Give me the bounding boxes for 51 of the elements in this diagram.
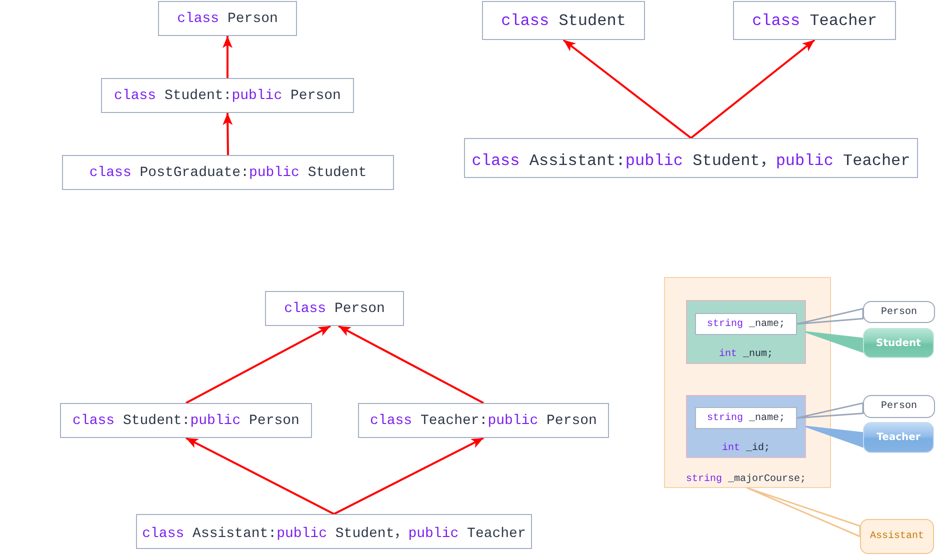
inheritance-arrow xyxy=(562,39,692,139)
member-box xyxy=(695,313,797,335)
inheritance-arrow xyxy=(334,437,484,515)
inheritance-arrow xyxy=(186,437,334,515)
class-box xyxy=(158,1,297,36)
object-layout-box xyxy=(664,277,831,488)
inheritance-arrow xyxy=(222,112,233,156)
class-box xyxy=(733,1,896,40)
callout-tail xyxy=(746,487,861,538)
member-box xyxy=(695,407,797,429)
class-declaration: class Teacher:public Person xyxy=(370,412,597,428)
callout-bubble xyxy=(863,395,935,418)
class-declaration: class Person xyxy=(284,300,385,316)
callout-label: Person xyxy=(880,306,917,318)
callout-label: Teacher xyxy=(876,432,920,443)
class-box xyxy=(101,78,354,113)
callout-bubble xyxy=(863,328,934,358)
member-declaration: string _majorCourse; xyxy=(686,474,806,485)
class-declaration: class Student xyxy=(501,12,626,30)
callout-bubble xyxy=(863,422,934,453)
class-box xyxy=(136,514,532,549)
class-box xyxy=(60,403,312,438)
base-subobject-box xyxy=(686,300,806,364)
callout-bubble xyxy=(863,301,935,323)
class-declaration: class Student:public Person xyxy=(114,88,341,104)
base-subobject-box xyxy=(686,395,806,458)
class-declaration: class Assistant:public Student，public Teacher xyxy=(142,525,526,542)
callout-label: Student xyxy=(876,338,921,348)
class-box xyxy=(62,155,394,190)
member-declaration: int _num; xyxy=(718,349,774,360)
class-declaration: class PostGraduate:public Student xyxy=(89,164,367,180)
class-declaration: class Person xyxy=(177,10,278,26)
inheritance-arrow xyxy=(690,39,816,139)
callout-bubble xyxy=(860,519,934,554)
member-declaration: string _name; xyxy=(706,318,786,330)
inheritance-arrow xyxy=(186,325,331,404)
class-declaration: class Student:public Person xyxy=(72,412,300,428)
callout-label: Person xyxy=(880,401,917,412)
class-declaration: class Teacher xyxy=(752,12,877,30)
class-box xyxy=(482,1,645,40)
class-box xyxy=(265,291,404,326)
inheritance-arrow xyxy=(338,325,484,404)
callout-label: Assistant xyxy=(870,531,924,542)
member-declaration: int _id; xyxy=(722,443,770,454)
callout-tail xyxy=(805,331,864,353)
inheritance-arrow xyxy=(222,36,232,78)
class-box xyxy=(464,138,918,178)
member-declaration: string _name; xyxy=(706,412,786,424)
class-box xyxy=(358,403,609,438)
class-declaration: class Assistant:public Student，public Teacher xyxy=(472,151,910,170)
callout-tail xyxy=(805,426,864,448)
